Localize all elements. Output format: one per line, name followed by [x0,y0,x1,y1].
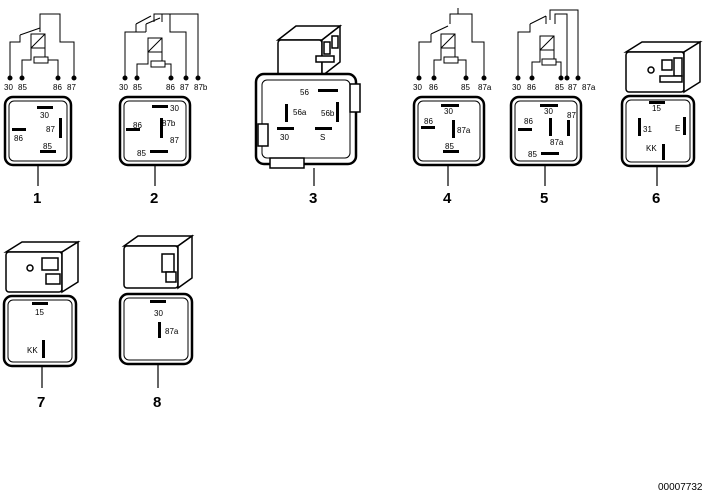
relay-2-schematic-pin: 87b [194,83,208,92]
relay-5-schematic-pin: 30 [512,83,521,92]
relay-6-terminal-label: E [675,124,680,133]
relay-6-callout: 6 [652,190,660,207]
relay-2-schematic-pin: 30 [119,83,128,92]
relay-2-terminal-label: 87b [162,119,176,128]
relay-3-callout: 3 [309,190,317,207]
relay-5-terminal-label: 86 [524,117,533,126]
relay-4-terminal-label: 86 [424,117,433,126]
relay-4-terminal-label: 87a [457,126,471,135]
relay-2-schematic-pin: 87 [180,83,189,92]
relay-3-terminal-label: 30 [280,133,289,142]
relay-5-schematic-pin: 85 [555,83,564,92]
relay-3: 56 56a 56b 30 S 3 [254,24,361,207]
relay-8-terminal-label: 87a [165,327,179,336]
relay-1-terminal-label: 86 [14,134,23,143]
relay-8-housing [121,234,195,290]
relay-2-base [118,95,192,167]
relay-7: 15 KK 7 [2,240,81,411]
relay-8-callout: 8 [153,394,161,411]
relay-8: 30 87a 8 [118,234,195,411]
relay-1-callout: 1 [33,190,41,207]
relay-6-base [620,94,696,168]
relay-7-terminal-label: KK [27,346,38,355]
relay-3-base [254,72,361,169]
relay-4-schematic-pin: 85 [461,83,470,92]
relay-4-base [412,95,486,167]
relay-3-terminal-label: 56b [321,109,335,118]
relay-2-schematic-pin: 85 [133,83,142,92]
relay-8-terminal-label: 30 [154,309,163,318]
relay-5-base [509,95,583,167]
relay-3-terminal-label: 56 [300,88,309,97]
relay-5-terminal-label: 30 [544,107,553,116]
relay-4-schematic-pin: 87a [478,83,492,92]
relay-4-terminal-label: 85 [445,142,454,151]
relay-8-base [118,292,194,366]
relay-2-terminal-label: 85 [137,149,146,158]
relay-5-schematic-pin: 86 [527,83,536,92]
relay-7-housing [3,240,81,294]
relay-1-schematic-pin: 85 [18,83,27,92]
relay-2-terminal-label: 30 [170,104,179,113]
relay-4-schematic-pin: 86 [429,83,438,92]
relay-5-terminal-label: 85 [528,150,537,159]
relay-1-terminal-label: 87 [46,125,55,134]
relay-6-housing [623,40,703,94]
relay-1-schematic-pin: 30 [4,83,13,92]
relay-2-schematic [122,13,201,81]
relay-1: 30 85 86 87 30 87 86 85 1 [3,13,77,207]
relay-2-callout: 2 [150,190,158,207]
relay-7-terminal-label: 15 [35,308,44,317]
relay-5-schematic-pin: 87a [582,83,596,92]
relay-5-schematic-pin: 87 [568,83,577,92]
relay-2-terminal-label: 86 [133,121,142,130]
relay-3-terminal-label: S [320,133,325,142]
relay-1-schematic-pin: 87 [67,83,76,92]
relay-2: 30 85 86 87 87b 30 86 87b 87 85 2 [118,13,208,207]
relay-7-callout: 7 [37,394,45,411]
relay-6-terminal-label: 15 [652,104,661,113]
relay-1-schematic [7,13,77,81]
relay-5-callout: 5 [540,190,548,207]
relay-2-terminal-label: 87 [170,136,179,145]
document-number: 00007732 [658,482,703,493]
relay-5-schematic [515,9,581,81]
relay-5-terminal-label: 87 [567,111,576,120]
relay-4-schematic [416,8,487,81]
relay-1-terminal-label: 30 [40,111,49,120]
relay-5: 30 86 85 87 87a 30 86 87 87a 85 5 [509,9,596,207]
relay-6-terminal-label: 31 [643,125,652,134]
relay-7-base [2,294,78,368]
relay-3-housing [275,24,343,78]
relay-3-terminal-label: 56a [293,108,307,117]
relay-1-schematic-pin: 86 [53,83,62,92]
relay-6: 15 31 E KK 6 [620,40,703,207]
relay-4-terminal-label: 30 [444,107,453,116]
relay-4-callout: 4 [443,190,452,207]
relay-2-schematic-pin: 86 [166,83,175,92]
relay-4-schematic-pin: 30 [413,83,422,92]
relay-6-terminal-label: KK [646,144,657,153]
relay-5-terminal-label: 87a [550,138,564,147]
relay-1-terminal-label: 85 [43,142,52,151]
relay-1-base [3,95,73,167]
relay-4: 30 86 85 87a 30 86 87a 85 4 [412,8,492,207]
